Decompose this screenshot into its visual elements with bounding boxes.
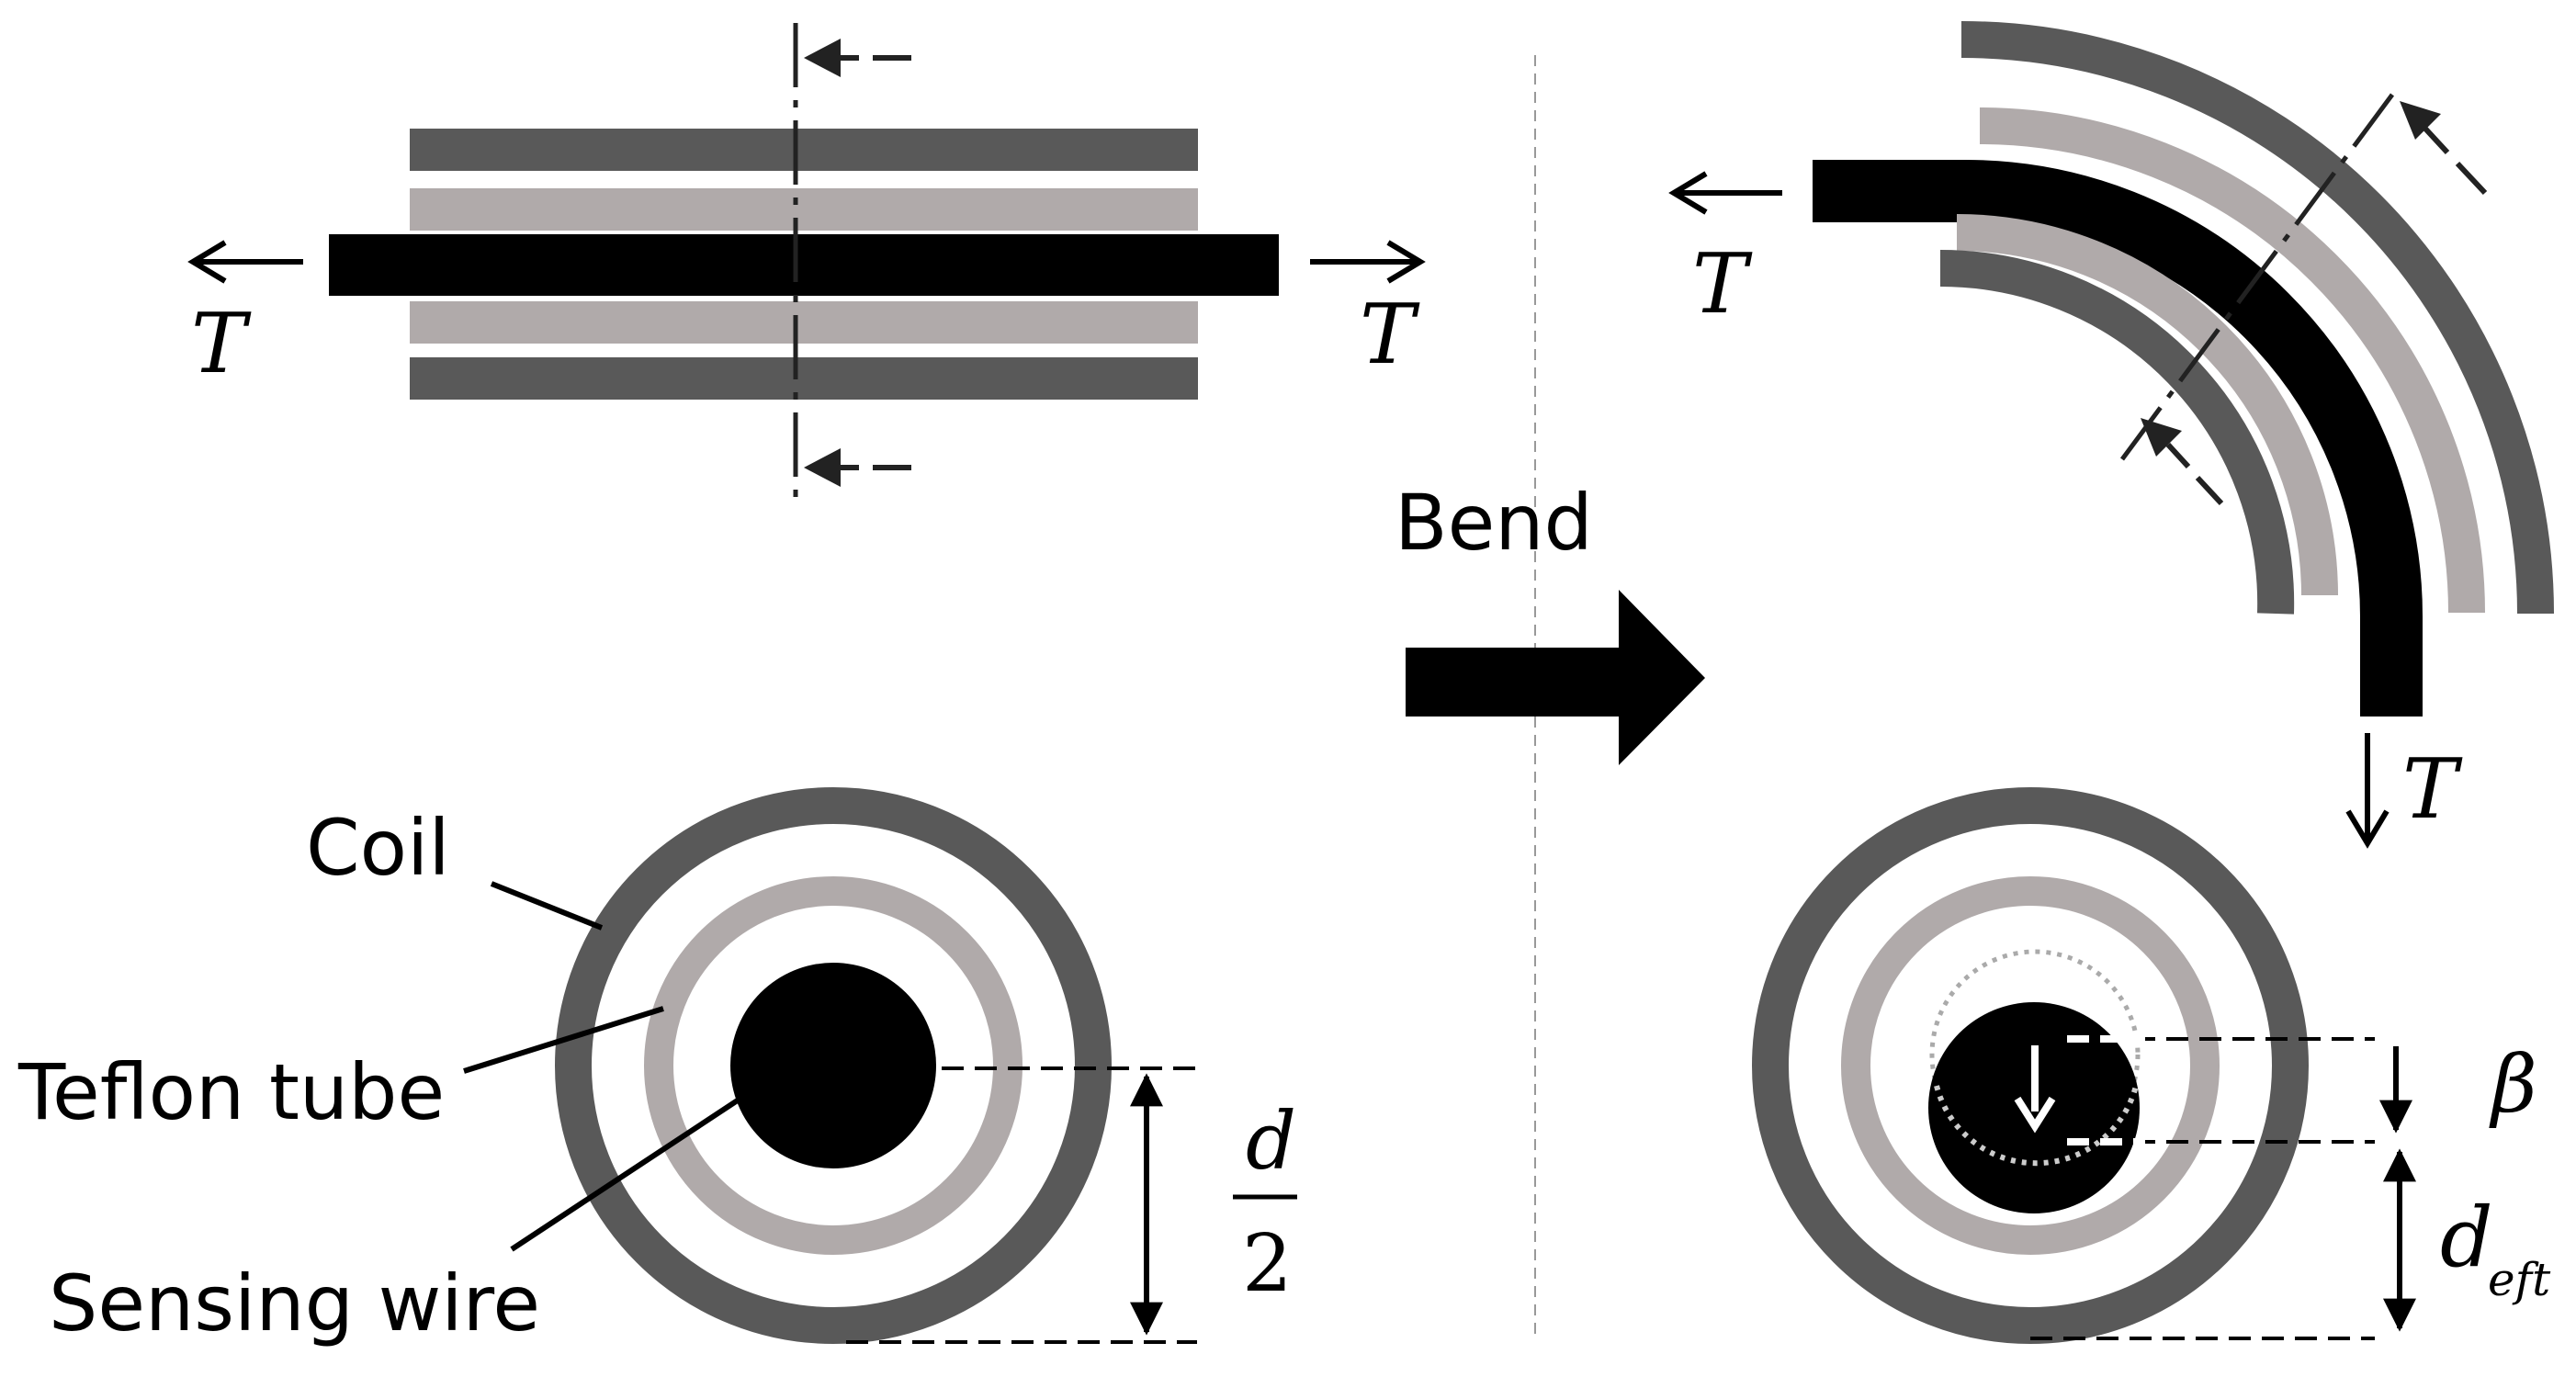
teflon-layer-outer-bent [1979, 107, 2485, 614]
section-arrow-bent-top [2400, 101, 2488, 196]
half-d-numerator: d [1246, 1096, 1296, 1188]
sensing-wire-label: Sensing wire [49, 1258, 540, 1349]
section-cut-line-bent [2119, 93, 2395, 461]
tension-label-bent-left: T [1692, 236, 1753, 333]
tension-label-bent-down: T [2402, 741, 2463, 838]
teflon-layer-bottom [410, 301, 1198, 344]
teflon-layer-top [410, 188, 1198, 231]
coil-cross-section-bent [1752, 787, 2309, 1344]
coil-layer-inner-bent [1939, 250, 2295, 615]
half-d-denominator: 2 [1242, 1218, 1293, 1310]
teflon-leader [463, 1006, 664, 1074]
wire-displacement-arrow [2014, 1045, 2056, 1134]
bend-label: Bend [1395, 478, 1593, 568]
teflon-cross-section [644, 876, 1022, 1255]
sensing-wire-leader [510, 1079, 767, 1252]
section-arrow-bent-bottom [2141, 418, 2224, 506]
coil-layer-outer-bent [1960, 21, 2554, 615]
sensing-wire-cross-section [730, 963, 936, 1168]
beta-label: β [2489, 1039, 2537, 1131]
section-arrow-bottom [804, 448, 911, 487]
sensing-wire-straight [329, 234, 1279, 296]
tension-label-right: T [1360, 287, 1420, 383]
teflon-tube-label: Teflon tube [17, 1047, 445, 1137]
bend-arrow [1406, 590, 1705, 765]
coil-leader [490, 881, 604, 931]
tension-label-left: T [191, 296, 252, 392]
coil-cross-section [555, 787, 1112, 1344]
bend-transition: Bend [1395, 478, 1705, 765]
coil-label: Coil [306, 803, 450, 893]
cross-section-centered: Coil Teflon tube Sensing wire d 2 [17, 787, 1297, 1349]
coil-layer-bottom [410, 357, 1198, 400]
wire-upper-dotted-edge [1934, 1085, 2139, 1167]
section-arrow-top [804, 39, 911, 77]
d-eft-label: d [2440, 1190, 2493, 1286]
original-wire-position [1929, 949, 2141, 1160]
sensing-wire-bent [1813, 160, 2423, 717]
d-eft-subscript: eft [2488, 1253, 2551, 1306]
bent-configuration: T T [1668, 21, 2554, 849]
cross-section-bent: β d eft [1752, 787, 2551, 1344]
coil-layer-top [410, 129, 1198, 171]
teflon-cross-section-bent [1841, 876, 2220, 1255]
straight-configuration: T T [187, 23, 1426, 507]
